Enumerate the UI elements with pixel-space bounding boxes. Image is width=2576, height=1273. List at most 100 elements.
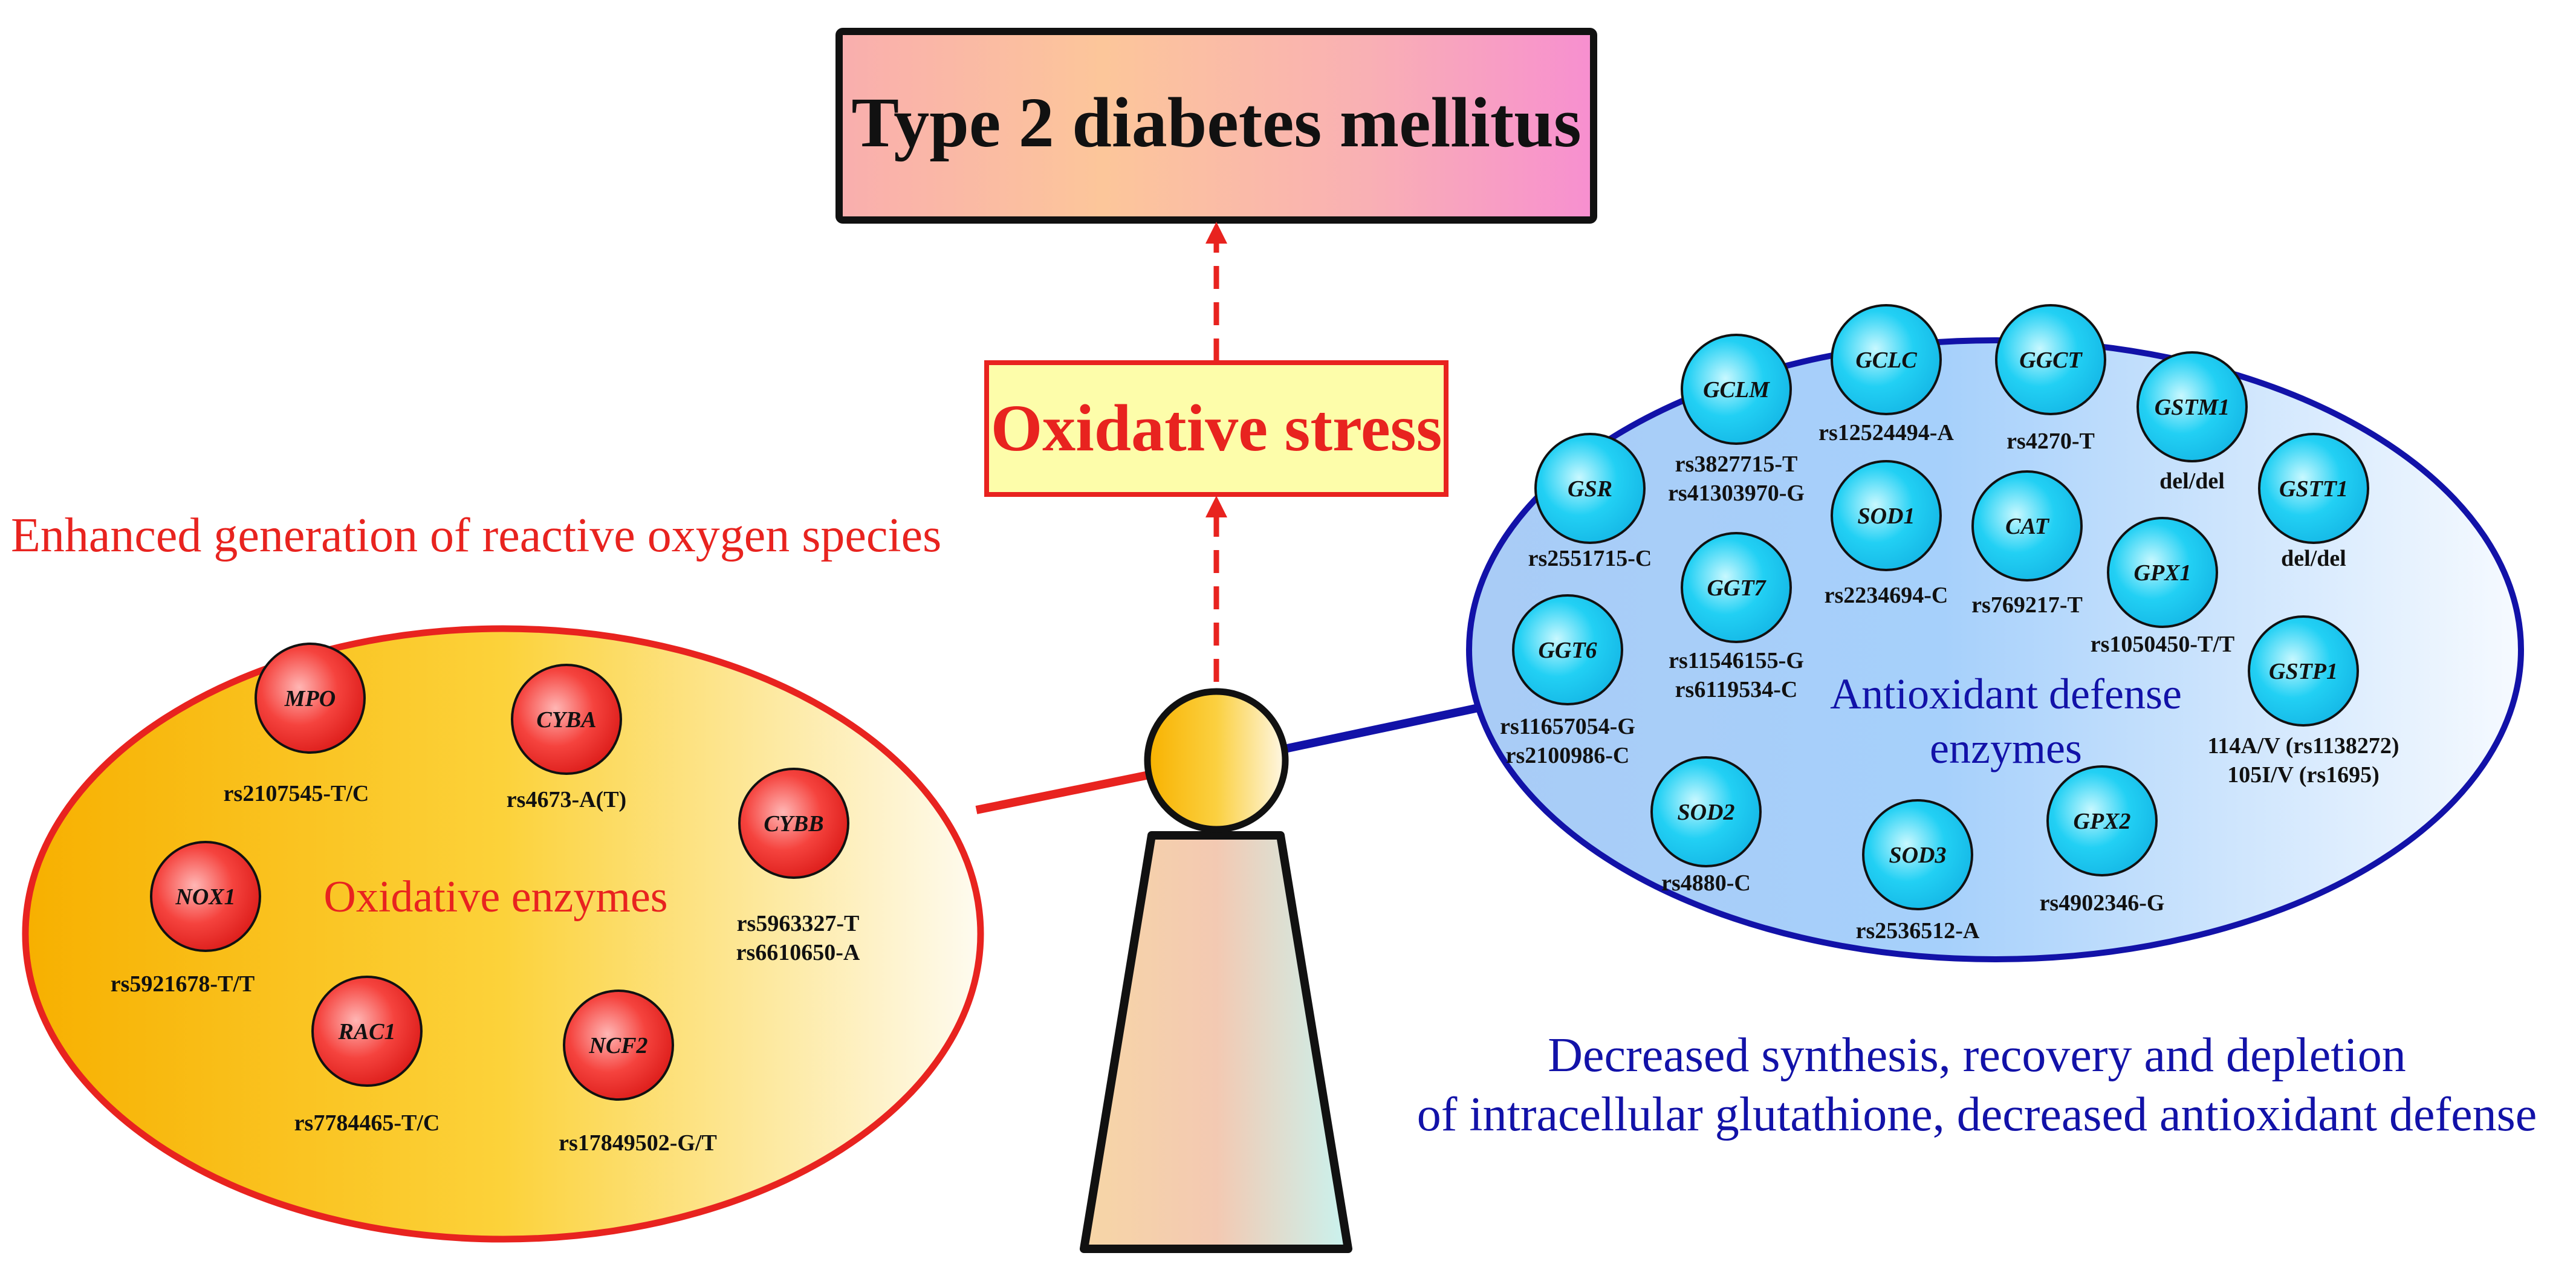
variant-label-ggt7: rs11546155-G (1669, 648, 1804, 673)
enzyme-circle-ncf2 (563, 990, 674, 1101)
enzyme-node-gpx1: GPX1 rs1050450-T/T (2091, 517, 2235, 657)
enzyme-node-sod1: SOD1 rs2234694-C (1825, 460, 1948, 608)
variant-label-ggct: rs4270-T (2007, 429, 2095, 454)
enzyme-circle-gpx1 (2107, 517, 2218, 628)
left-caption: Enhanced generation of reactive oxygen s… (11, 509, 941, 562)
enzyme-name-ggct: GGCT (2019, 348, 2083, 373)
enzyme-circle-sod2 (1650, 756, 1762, 867)
enzyme-name-gstp1: GSTP1 (2269, 659, 2338, 684)
variant-label-sod1: rs2234694-C (1825, 583, 1948, 608)
variant-label-gstp1: 114A/V (rs1138272) (2207, 733, 2399, 759)
type2-diabetes-box (835, 28, 1597, 224)
enzyme-node-gclc: GCLC rs12524494-A (1818, 304, 1954, 445)
antioxidant-enzymes-label-line1: Antioxidant defense (1830, 670, 2182, 718)
enzyme-name-mpo: MPO (284, 686, 336, 711)
enzyme-name-cyba: CYBA (536, 707, 596, 733)
variant-label-gclm: rs3827715-T (1675, 452, 1798, 477)
variant-label-gstm1: del/del (2159, 468, 2225, 494)
oxidative-enzymes-label: Oxidative enzymes (323, 872, 667, 922)
variant-label-cybb: rs6610650-A (736, 940, 860, 965)
enzyme-circle-ggt7 (1681, 532, 1792, 643)
variant-label-gstt1: del/del (2281, 546, 2346, 571)
enzyme-node-nox1: NOX1 rs5921678-T/T (111, 841, 261, 997)
right-caption-line1: Decreased synthesis, recovery and deplet… (1548, 1029, 2406, 1082)
enzyme-name-gstt1: GSTT1 (2279, 476, 2348, 502)
enzyme-name-sod3: SOD3 (1889, 843, 1946, 868)
variant-label-rac1: rs7784465-T/C (294, 1110, 440, 1136)
enzyme-circle-gclm (1681, 334, 1792, 445)
enzyme-name-ggt7: GGT7 (1707, 575, 1767, 601)
variant-label-gclc: rs12524494-A (1818, 420, 1954, 445)
enzyme-name-sod1: SOD1 (1857, 504, 1915, 529)
enzyme-node-sod2: SOD2 rs4880-C (1650, 756, 1762, 896)
enzyme-name-gclc: GCLC (1855, 348, 1917, 373)
enzyme-name-gpx2: GPX2 (2074, 809, 2131, 834)
enzyme-circle-cat (1971, 470, 2083, 581)
enzyme-name-gpx1: GPX1 (2134, 560, 2192, 586)
enzyme-circle-gstt1 (2258, 433, 2369, 544)
enzyme-name-sod2: SOD2 (1677, 800, 1734, 825)
enzyme-circle-gstp1 (2248, 615, 2359, 727)
antioxidant-enzymes-ellipse (1466, 337, 2524, 962)
enzyme-node-gstt1: GSTT1 del/del (2258, 433, 2369, 571)
enzyme-circle-ggt6 (1512, 594, 1623, 705)
enzyme-circle-sod3 (1862, 799, 1973, 910)
enzyme-name-cat: CAT (2005, 514, 2050, 539)
enzyme-name-nox1: NOX1 (175, 884, 235, 910)
enzyme-name-ggt6: GGT6 (1538, 638, 1597, 663)
variant-label-ggt6: rs2100986-C (1506, 743, 1630, 768)
enzyme-node-ggct: GGCT rs4270-T (1995, 304, 2106, 454)
enzyme-name-rac1: RAC1 (337, 1019, 395, 1045)
enzyme-circle-sod1 (1831, 460, 1942, 571)
enzyme-circle-gstm1 (2136, 351, 2248, 462)
enzyme-node-gclm: GCLM rs3827715-T rs41303970-G (1668, 334, 1805, 506)
enzyme-node-rac1: RAC1 rs7784465-T/C (294, 976, 440, 1136)
right-caption-line2: of intracellular glutathione, decreased … (1417, 1088, 2537, 1141)
variant-label-gsr: rs2551715-C (1528, 546, 1652, 571)
enzyme-node-gstm1: GSTM1 del/del (2136, 351, 2248, 494)
antioxidant-enzymes-label-line2: enzymes (1930, 724, 2082, 773)
enzyme-name-gclm: GCLM (1703, 377, 1770, 403)
enzyme-name-ncf2: NCF2 (588, 1033, 647, 1058)
enzyme-node-cyba: CYBA rs4673-A(T) (507, 664, 626, 812)
variant-label-ggt6: rs11657054-G (1500, 714, 1635, 739)
enzyme-node-gsr: GSR rs2551715-C (1528, 433, 1652, 571)
variant-label-cat: rs769217-T (1971, 592, 2083, 618)
enzyme-node-gstp1: GSTP1 114A/V (rs1138272) 105I/V (rs1695) (2207, 615, 2399, 788)
enzyme-circle-cybb (738, 768, 849, 879)
enzyme-circle-gclc (1831, 304, 1942, 415)
beam-right (1280, 703, 1482, 754)
enzyme-circle-rac1 (311, 976, 423, 1087)
type2-diabetes-label: Type 2 diabetes mellitus (851, 83, 1581, 162)
oxidative-stress-box (984, 360, 1449, 497)
enzyme-circle-ggct (1995, 304, 2106, 415)
enzyme-circle-cyba (511, 664, 622, 775)
enzyme-node-ggt7: GGT7 rs11546155-G rs6119534-C (1669, 532, 1804, 702)
variant-label-nox1: rs5921678-T/T (111, 971, 255, 997)
enzyme-circle-mpo (255, 643, 366, 754)
enzyme-name-cybb: CYBB (764, 811, 823, 837)
enzyme-node-cat: CAT rs769217-T (1971, 470, 2083, 618)
oxidative-stress-label: Oxidative stress (991, 391, 1442, 465)
oxidative-enzymes-ellipse (22, 625, 984, 1243)
balance-pedestal (1080, 831, 1352, 1253)
variant-label-gpx1: rs1050450-T/T (2091, 632, 2235, 657)
enzyme-node-ggt6: GGT6 rs11657054-G rs2100986-C (1500, 594, 1635, 768)
enzyme-circle-gpx2 (2046, 765, 2158, 876)
variant-label-ggt7: rs6119534-C (1675, 677, 1798, 702)
variant-label-cyba: rs4673-A(T) (507, 787, 626, 812)
enzyme-name-gsr: GSR (1568, 476, 1612, 502)
variant-label-sod2: rs4880-C (1661, 870, 1751, 896)
enzyme-name-gstm1: GSTM1 (2155, 395, 2230, 420)
beam-left (975, 769, 1156, 814)
variant-label-gstp1: 105I/V (rs1695) (2227, 762, 2380, 788)
variant-label-cybb: rs5963327-T (737, 911, 860, 936)
variant-label-gclm: rs41303970-G (1668, 481, 1805, 506)
enzyme-circle-gsr (1534, 433, 1646, 544)
